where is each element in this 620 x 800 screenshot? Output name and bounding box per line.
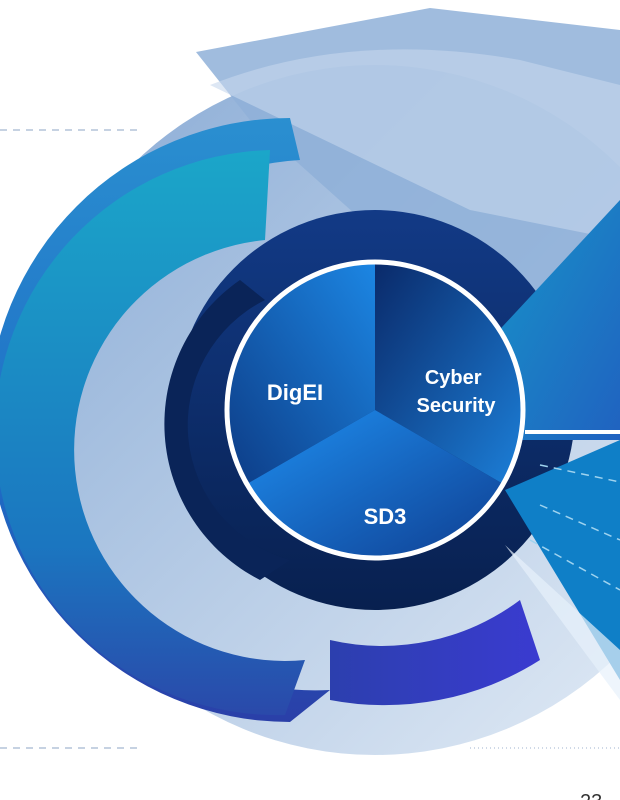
- segment-digei: [229, 264, 375, 483]
- top-pale-band-highlight: [210, 49, 620, 241]
- label-cyber-line-1: Cyber: [425, 367, 482, 389]
- right-lower-wedge: [505, 440, 620, 680]
- left-teal-arc: [0, 150, 305, 716]
- navy-ring-left-piece: [164, 280, 290, 580]
- right-teal-wedge: [490, 200, 620, 440]
- core-segments: [229, 264, 521, 556]
- bottom-purple-arc: [330, 600, 540, 706]
- label-digei-line-1: DigEI: [267, 380, 323, 405]
- core-pie: [224, 259, 526, 561]
- ray-3: [529, 539, 620, 591]
- label-sd3: SD3: [364, 504, 407, 529]
- core-border: [224, 259, 526, 561]
- label-cyber-security: Cyber Security: [417, 367, 497, 417]
- ray-2: [539, 504, 620, 541]
- right-lower-shine: [505, 545, 620, 700]
- segment-sd3: [248, 410, 502, 556]
- segment-labels: DigEI Cyber Security SD3: [267, 367, 496, 529]
- label-cyber-line-2: Security: [417, 395, 497, 417]
- segment-cyber: [375, 264, 521, 483]
- right-dashed-rays: [529, 464, 620, 591]
- label-digei: DigEI: [267, 380, 323, 405]
- page-number: 23: [580, 791, 602, 800]
- guide-lines: [0, 129, 620, 749]
- label-sd3-line-1: SD3: [364, 504, 407, 529]
